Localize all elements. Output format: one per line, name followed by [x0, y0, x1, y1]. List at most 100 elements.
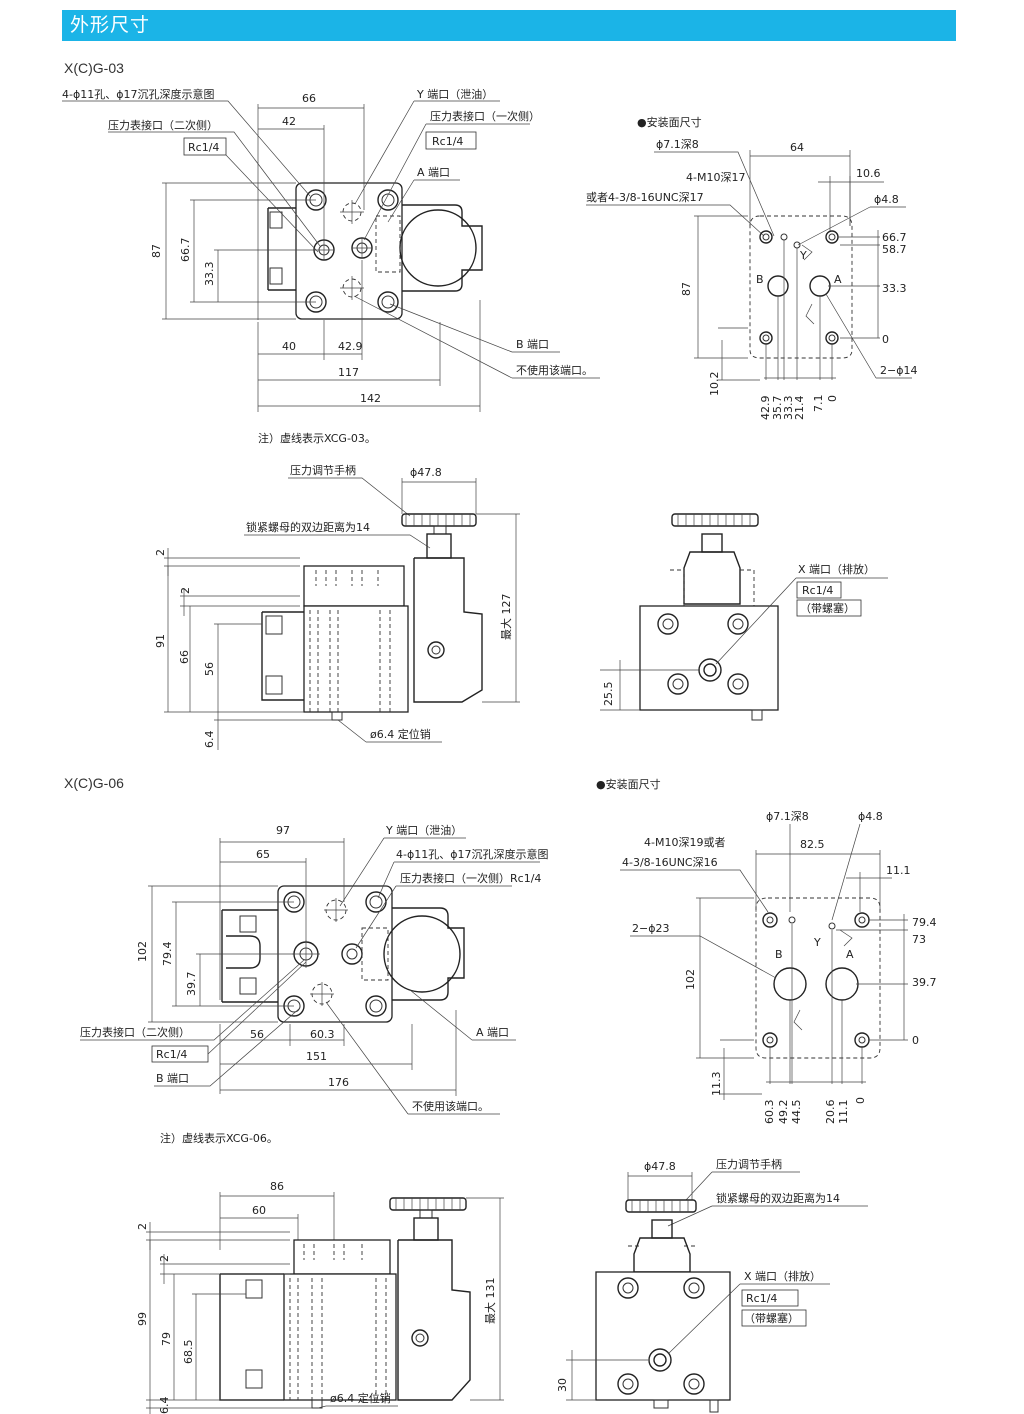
side-2b-06: 2	[158, 1255, 171, 1262]
side-pin-03: ø6.4 定位销	[370, 727, 431, 741]
side-max-03: 最大 127	[499, 594, 513, 641]
callout-aport: A 端口	[417, 166, 450, 179]
front-xport-03: X 端口（排放）	[798, 562, 875, 576]
front-rc-03: Rc1/4	[802, 584, 833, 597]
mount-phi48-03: ϕ4.8	[874, 193, 899, 206]
side-66-03: 66	[178, 650, 191, 664]
front-25-5-03: 25.5	[602, 682, 615, 707]
dim-102: 102	[136, 941, 149, 962]
front-nut-06: 锁紧螺母的双边距离为14	[716, 1191, 840, 1205]
mount-y-03: Y	[799, 249, 807, 262]
note-03: 注）虚线表示XCG-03。	[258, 431, 376, 445]
dim-117: 117	[338, 366, 359, 379]
dim-60-3: 60.3	[310, 1028, 335, 1041]
xg06-front-view: ϕ47.8 压力调节手柄 锁紧螺母的双边距离为14 X 端口（排放） Rc1/4…	[556, 1157, 868, 1413]
side-60-06: 60	[252, 1204, 266, 1217]
side-2b-03: 2	[179, 587, 192, 594]
mount-m10-06: 4-M10深19或者	[644, 836, 725, 849]
mount-r0-06: 79.4	[912, 916, 937, 929]
mount-r3-03: 0	[882, 333, 889, 346]
mount-b1-06: 49.2	[777, 1100, 790, 1125]
dim-33-3: 33.3	[203, 262, 216, 287]
side-79-06: 79	[160, 1332, 173, 1346]
mount-b0-03: 42.9	[759, 396, 772, 421]
dim-56: 56	[250, 1028, 264, 1041]
mount-phi71-06: ϕ7.1深8	[766, 810, 809, 823]
mount-b4-06: 11.1	[837, 1100, 850, 1125]
mount-b3-03: 21.4	[793, 396, 806, 421]
dim-142: 142	[360, 392, 381, 405]
xg03-top-view: 66 42 87 66.7 33.3 40 42.9 117 142 4-ϕ11…	[62, 87, 600, 445]
mount-b1-03: 35.7	[771, 396, 784, 421]
mount-r2-03: 33.3	[882, 282, 907, 295]
dim-151: 151	[306, 1050, 327, 1063]
mount-title-06: ●安装面尺寸	[596, 777, 661, 791]
side-86-06: 86	[270, 1180, 284, 1193]
model-title-06: X(C)G-06	[64, 775, 124, 791]
mount-b3-06: 20.6	[824, 1100, 837, 1125]
mount-10-6-03: 10.6	[856, 167, 881, 180]
side-phi478-03: ϕ47.8	[410, 466, 442, 479]
xg03-mounting-face: ●安装面尺寸 ϕ7.1深8 4-M10深17 或者4-3/8-16UNC深17 …	[586, 115, 917, 420]
front-rc-06: Rc1/4	[746, 1292, 777, 1305]
xg06-top-view: 97 65 102 79.4 39.7 56 60.3 151 176 Y 端口…	[80, 823, 548, 1145]
mount-b2-06: 44.5	[790, 1100, 803, 1125]
mount-64-03: 64	[790, 141, 804, 154]
xg03-side-view: 压力调节手柄 ϕ47.8 锁紧螺母的双边距离为14 2 2 91 66 56 6…	[154, 463, 520, 750]
dim-66-7: 66.7	[179, 238, 192, 263]
side-6-4-06: 6.4	[158, 1397, 171, 1414]
mount-unc-06: 4-3/8-16UNC深16	[622, 856, 718, 869]
mount-a-03: A	[834, 273, 842, 286]
mount-10-2-03: 10.2	[708, 372, 721, 397]
side-6-4-03: 6.4	[203, 731, 216, 749]
mount-11-3-06: 11.3	[710, 1072, 723, 1097]
mount-m10-03: 4-M10深17	[686, 171, 745, 184]
dim-87: 87	[150, 244, 163, 258]
front-xport-06: X 端口（排放）	[744, 1269, 821, 1283]
mount-102-06: 102	[684, 969, 697, 990]
mount-11-1-06: 11.1	[886, 864, 911, 877]
front-plug-03: （带螺塞）	[800, 601, 855, 615]
mount-b0-06: 60.3	[763, 1100, 776, 1125]
mount-b5-03: 0	[826, 395, 839, 402]
side-99-06: 99	[136, 1312, 149, 1326]
dim-97: 97	[276, 824, 290, 837]
front-plug-06: （带螺塞）	[744, 1311, 799, 1325]
callout-bport-06: B 端口	[156, 1072, 189, 1085]
mount-b-06: B	[775, 948, 783, 961]
front-handle-06: 压力调节手柄	[716, 1157, 782, 1171]
mount-r2-06: 39.7	[912, 976, 937, 989]
callout-yport-06: Y 端口（泄油）	[385, 823, 462, 837]
mount-87-03: 87	[680, 282, 693, 296]
mount-b2-03: 33.3	[782, 396, 795, 421]
dim-65: 65	[256, 848, 270, 861]
dim-39-7: 39.7	[185, 972, 198, 997]
callout-unused: 不使用该端口。	[516, 363, 593, 377]
xg03-front-view: X 端口（排放） Rc1/4 （带螺塞） 25.5	[600, 513, 888, 721]
callout-gauge2: 压力表接口（二次侧）	[108, 118, 218, 132]
side-pin-06: ø6.4 定位销	[330, 1391, 391, 1405]
xg06-mounting-face: ●安装面尺寸 ϕ7.1深8 ϕ4.8 4-M10深19或者 4-3/8-16UN…	[596, 777, 937, 1124]
callout-holes: 4-ϕ11孔、ϕ17沉孔深度示意图	[62, 87, 214, 101]
mount-b4-03: 7.1	[812, 395, 825, 413]
mount-phi71-03: ϕ7.1深8	[656, 138, 699, 151]
mount-r1-03: 58.7	[882, 243, 907, 256]
dim-176: 176	[328, 1076, 349, 1089]
callout-aport-06: A 端口	[476, 1026, 509, 1039]
callout-rc2: Rc1/4	[432, 135, 463, 148]
side-2a-03: 2	[154, 549, 167, 556]
side-56-03: 56	[203, 662, 216, 676]
dim-40: 40	[282, 340, 296, 353]
dim-66: 66	[302, 92, 316, 105]
side-nut-03: 锁紧螺母的双边距离为14	[246, 520, 370, 534]
side-68-5-06: 68.5	[182, 1340, 195, 1365]
side-2a-06: 2	[136, 1223, 149, 1230]
callout-holes-06: 4-ϕ11孔、ϕ17沉孔深度示意图	[396, 847, 548, 861]
mount-2phi23-06: 2−ϕ23	[632, 922, 669, 935]
mount-r3-06: 0	[912, 1034, 919, 1047]
callout-rc1: Rc1/4	[188, 141, 219, 154]
mount-a-06: A	[846, 948, 854, 961]
mount-title-03: ●安装面尺寸	[637, 115, 702, 129]
dim-42: 42	[282, 115, 296, 128]
